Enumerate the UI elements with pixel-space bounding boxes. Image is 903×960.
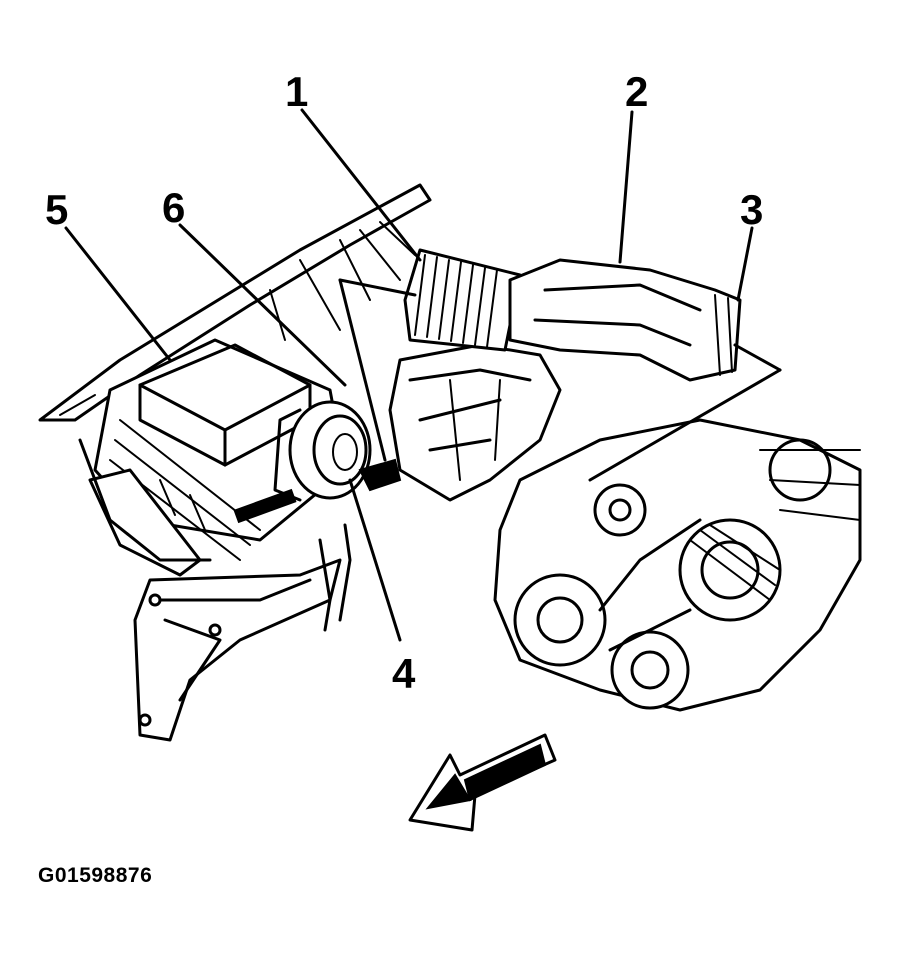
callout-2: 2 — [625, 68, 648, 115]
figure-id: G01598876 — [38, 864, 153, 887]
callout-3: 3 — [740, 186, 763, 233]
callout-6: 6 — [162, 184, 185, 231]
air-cleaner-housing-drawing — [78, 338, 347, 577]
callouts: 1 2 3 4 5 6 — [45, 68, 763, 697]
front-direction-arrow-icon — [408, 733, 557, 832]
callout-1: 1 — [285, 68, 308, 115]
mounting-bracket-drawing — [133, 523, 352, 742]
maf-sensor-drawing — [273, 400, 402, 502]
callout-4: 4 — [392, 650, 416, 697]
engine-drawing — [493, 418, 862, 712]
resonator-drawing — [388, 343, 562, 502]
leader-lines — [64, 108, 782, 642]
callout-5: 5 — [45, 186, 68, 233]
intake-duct-drawing — [403, 248, 742, 382]
